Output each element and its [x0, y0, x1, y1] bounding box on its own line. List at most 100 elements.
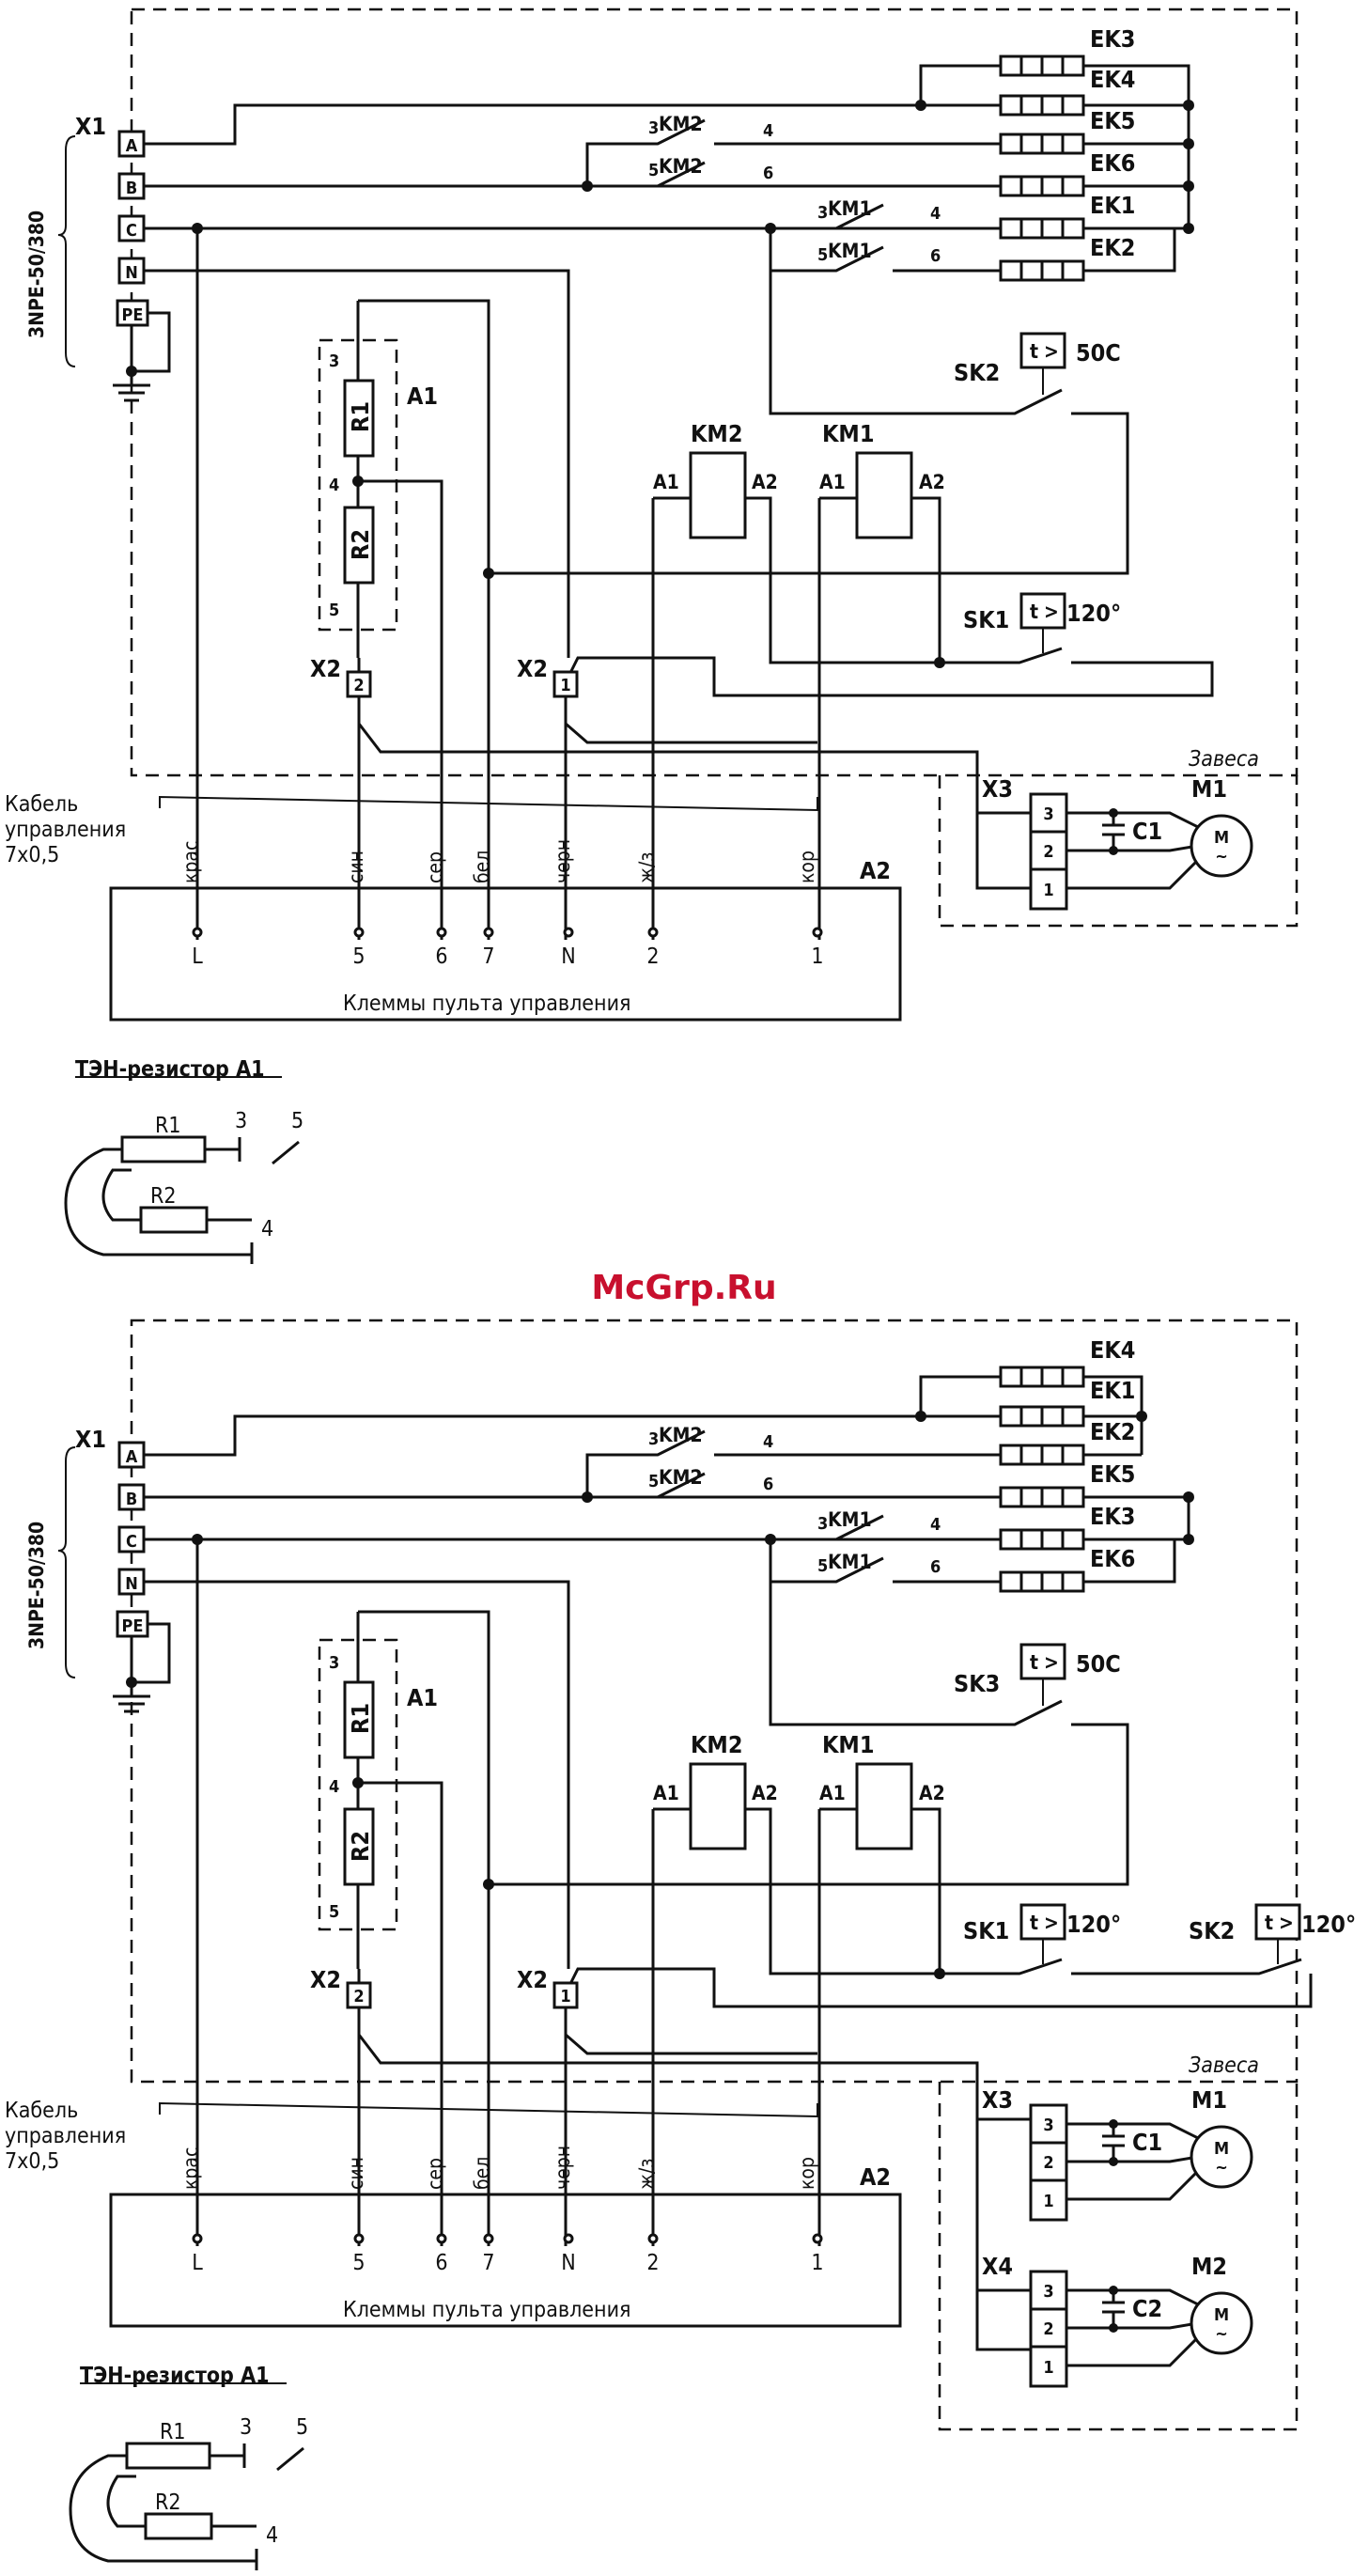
svg-text:6: 6	[763, 1475, 773, 1494]
svg-text:крас: крас	[179, 841, 202, 883]
svg-text:3: 3	[1043, 2282, 1053, 2302]
km1-label-top: KM1	[828, 197, 872, 220]
svg-text:4: 4	[763, 1432, 773, 1452]
heater-label-ek5: EK5	[1090, 107, 1135, 134]
svg-text:t: t	[1030, 1651, 1038, 1674]
svg-text:C: C	[126, 1532, 137, 1552]
svg-text:>: >	[1044, 1651, 1059, 1674]
km1-pin-3: 3	[817, 203, 828, 223]
svg-text:KM1: KM1	[822, 1731, 874, 1758]
svg-text:Клеммы пульта управления: Клеммы пульта управления	[343, 2298, 630, 2322]
heater-label-ek6: EK6	[1090, 149, 1135, 177]
cable-label-1: Кабель	[5, 792, 78, 817]
svg-text:EK4: EK4	[1090, 1336, 1135, 1364]
motor-m1-group: X3 3 2 1 C1 M ~ M1	[977, 775, 1253, 911]
km2-coil-2: KM2 A1 A2	[651, 1731, 778, 2246]
svg-text:A2: A2	[752, 471, 778, 493]
svg-text:C2: C2	[1132, 2295, 1162, 2322]
km2-pin-5: 5	[648, 161, 659, 180]
svg-text:бел: бел	[471, 2157, 493, 2190]
svg-text:3: 3	[235, 1109, 247, 1133]
svg-text:7x0,5: 7x0,5	[5, 2149, 59, 2174]
thermostats-sk1-sk2: t > SK1 120° t > SK2 120°	[567, 1903, 1356, 2008]
thermostat-sk-top-wire	[489, 228, 1129, 575]
cable-section: Кабель управления 7x0,5 крас син сер бел…	[5, 792, 818, 883]
wiring-diagram-1: Завеса 3NPE-50/380 X1 A B C N PE	[5, 8, 1299, 1264]
svg-text:2: 2	[1043, 2153, 1053, 2173]
svg-text:KM2: KM2	[659, 1466, 703, 1489]
svg-text:t: t	[1265, 1912, 1273, 1934]
svg-text:~: ~	[1215, 2158, 1228, 2178]
km2-contacts: 3 KM2 5 KM2 4 6	[648, 113, 773, 188]
km1-coil: KM1 A1 A2	[817, 420, 945, 940]
svg-text:EK6: EK6	[1090, 1545, 1135, 1572]
svg-text:~: ~	[1215, 847, 1228, 866]
supply-brace	[57, 135, 76, 367]
svg-text:ж/з: ж/з	[635, 852, 658, 883]
svg-text:4: 4	[930, 1515, 941, 1535]
km2-label-bottom: KM2	[659, 155, 703, 178]
svg-text:2: 2	[646, 2251, 659, 2275]
svg-text:черн: черн	[552, 2146, 574, 2190]
supply-voltage-label: 3NPE-50/380	[25, 211, 48, 338]
resistor-pin-3: 3	[329, 351, 339, 371]
svg-text:6: 6	[435, 945, 447, 969]
curtain-enclosure	[938, 775, 1299, 928]
svg-text:PE: PE	[122, 1616, 144, 1636]
capacitor-c1	[1102, 813, 1125, 851]
svg-text:N: N	[561, 945, 575, 969]
svg-text:~: ~	[1215, 2324, 1228, 2344]
svg-text:R2: R2	[347, 1831, 374, 1862]
svg-text:A: A	[126, 1447, 138, 1467]
curtain-label: Завеса	[1189, 747, 1259, 772]
heater-bank-2: EK4 EK1 EK2 EK5 EK3 EK6	[977, 1336, 1194, 1593]
svg-text:бел: бел	[471, 851, 493, 883]
svg-text:A2: A2	[752, 1782, 778, 1804]
svg-text:R2: R2	[150, 1184, 177, 1209]
svg-text:7: 7	[482, 2251, 494, 2275]
km1-pin-6: 6	[930, 246, 941, 266]
svg-text:X2: X2	[517, 655, 548, 682]
resistor-r2	[343, 506, 375, 585]
ten-resistor-detail: ТЭН-резистор А1 R1 R2 3 5 4	[64, 1057, 303, 1264]
x2-terminals: X2 2 X2 1	[195, 228, 1034, 940]
x1-terminal-b-label: B	[126, 179, 137, 198]
cable-section-2: Кабель управления 7x0,5 крас син сер бел…	[5, 2099, 818, 2190]
heater-label-ek1: EK1	[1090, 192, 1135, 219]
km2-contacts-2: 3 KM2 5 KM2 4 6	[648, 1424, 977, 1499]
resistor-block-label: A1	[407, 382, 438, 410]
thermostat-sk-top-label: SK2	[954, 359, 1000, 386]
svg-text:A1: A1	[653, 1782, 679, 1804]
km2-label-top: KM2	[659, 113, 703, 135]
svg-text:L: L	[192, 945, 203, 969]
svg-text:1: 1	[811, 2251, 823, 2275]
wiring-diagram-2: Завеса 3NPE-50/380 X1 A B C N PE	[5, 1319, 1356, 2570]
thermostat-sk-top-arrow: >	[1044, 340, 1059, 363]
svg-text:ТЭН-резистор А1: ТЭН-резистор А1	[75, 1057, 265, 1082]
svg-text:4: 4	[261, 1217, 273, 1241]
resistor-r1-label: R1	[347, 401, 374, 432]
cable-label-3: 7x0,5	[5, 843, 59, 867]
svg-text:N: N	[561, 2251, 575, 2275]
svg-text:син: син	[345, 2157, 367, 2190]
svg-text:2: 2	[646, 945, 659, 969]
thermostat-sk1-setpoint: 120°	[1066, 600, 1121, 627]
motor-m1	[1190, 814, 1253, 878]
thermostat-sk-top-box	[1019, 332, 1066, 369]
svg-text:син: син	[345, 851, 367, 883]
svg-text:R1: R1	[347, 1703, 374, 1734]
svg-text:6: 6	[435, 2251, 447, 2275]
resistor-pin-4: 4	[329, 476, 339, 495]
svg-text:ТЭН-резистор А1: ТЭН-резистор А1	[80, 2364, 270, 2388]
x1-terminal-c	[117, 214, 146, 242]
svg-text:EK3: EK3	[1090, 1503, 1135, 1530]
svg-text:4: 4	[266, 2523, 278, 2548]
x1-terminal-block-2: A B C N PE	[116, 1441, 149, 1638]
svg-text:t: t	[1030, 1912, 1038, 1934]
svg-text:черн: черн	[552, 839, 574, 883]
svg-text:3: 3	[648, 1429, 659, 1449]
x1-terminal-block: A B C N PE	[116, 130, 149, 327]
ten-resistor-detail-2: ТЭН-резистор А1 R1 R2 3 5 4	[69, 2364, 308, 2570]
resistor-block-a1: A1 R1 R2 3 4 5	[318, 299, 490, 940]
svg-text:KM2: KM2	[659, 1424, 703, 1446]
